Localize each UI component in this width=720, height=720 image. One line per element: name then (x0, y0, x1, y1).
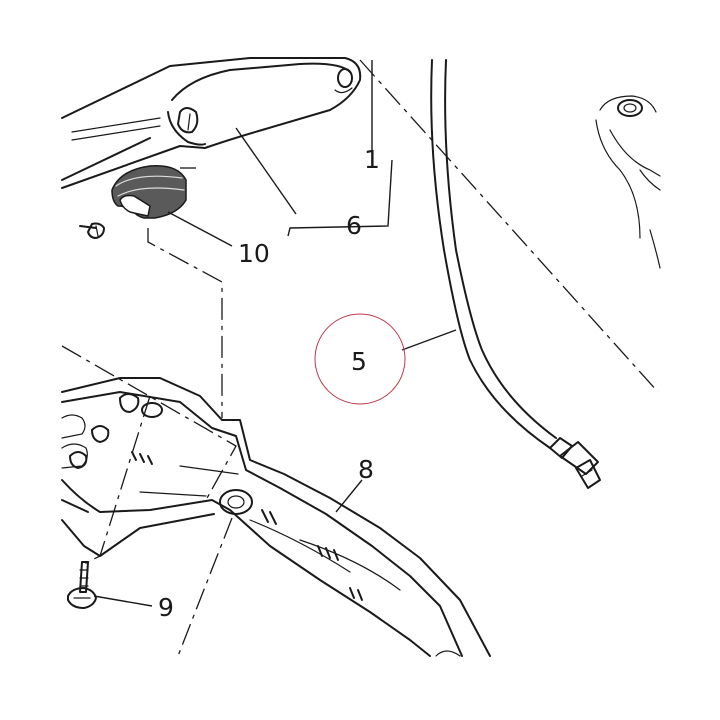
assembly-lines (61, 59, 659, 657)
highlight-circle (314, 313, 406, 405)
mirror-housing-part (61, 57, 362, 189)
rubber-grommet-part (111, 165, 187, 219)
screw-part (67, 561, 97, 609)
callout-8: 8 (358, 455, 374, 484)
callout-5: 5 (351, 347, 367, 376)
callout-1: 1 (364, 145, 380, 174)
callout-6: 6 (346, 211, 362, 240)
slot-marks (131, 451, 363, 601)
callout-9: 9 (158, 593, 174, 622)
leader-lines (93, 60, 457, 607)
main-arm-part (61, 377, 491, 657)
callout-10: 10 (238, 239, 270, 268)
small-screw-part (79, 222, 105, 239)
mounting-bracket-part (595, 95, 661, 269)
cable-part (430, 59, 601, 489)
